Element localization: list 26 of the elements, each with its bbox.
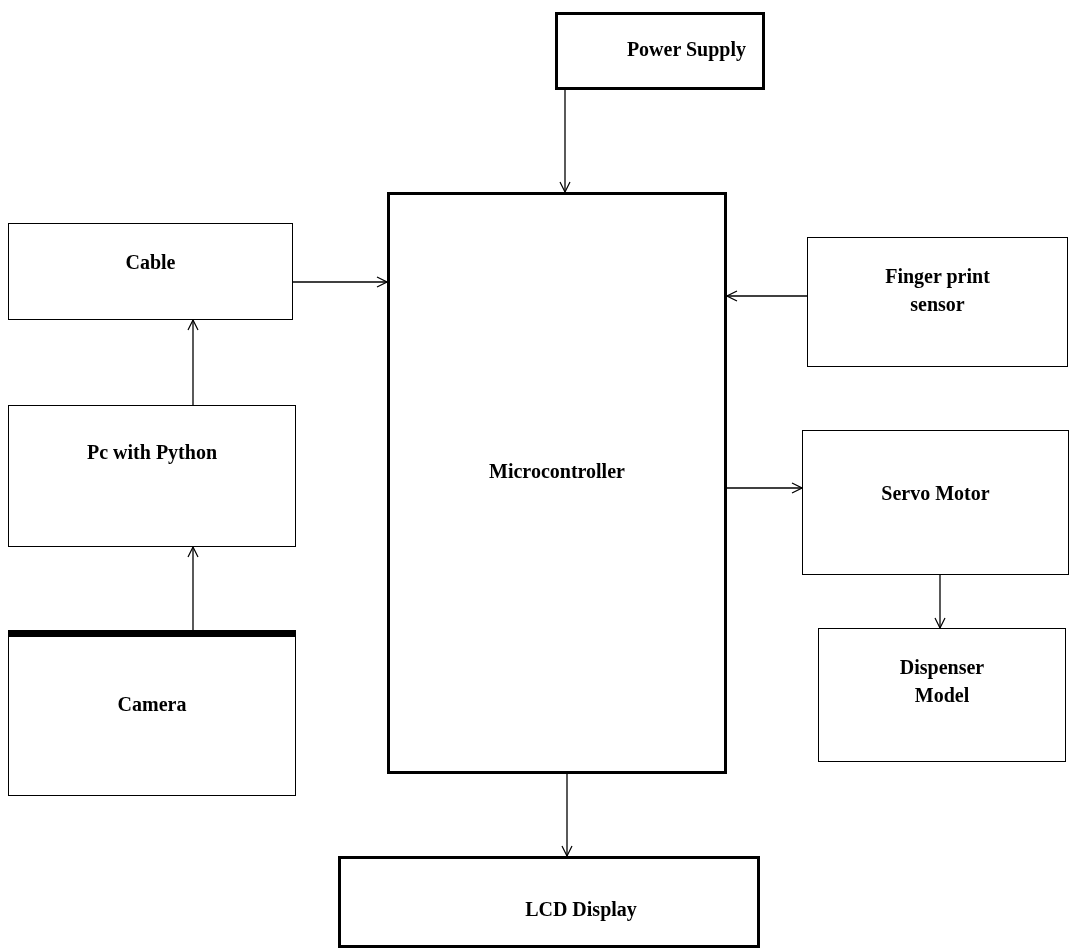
arrow xyxy=(726,290,808,302)
arrow xyxy=(726,482,803,494)
block-box xyxy=(8,405,296,547)
block-label: Microcontroller xyxy=(489,459,625,484)
block-box xyxy=(807,237,1068,367)
block-label: Pc with Python xyxy=(87,440,217,466)
block-label: Finger print sensor xyxy=(884,264,991,317)
block-label: LCD Display xyxy=(525,897,637,923)
block-label: Servo Motor xyxy=(881,481,990,506)
block-box xyxy=(387,192,727,774)
block-box xyxy=(8,223,293,320)
arrow xyxy=(934,574,946,629)
block-box xyxy=(818,628,1066,762)
block-box xyxy=(555,12,765,90)
block-box xyxy=(8,630,296,796)
block-label: Dispenser Model xyxy=(898,655,986,708)
block-label: Camera xyxy=(117,692,187,717)
block-box xyxy=(802,430,1069,575)
block-label: Power Supply xyxy=(626,37,746,63)
arrow xyxy=(292,276,388,288)
arrow xyxy=(187,546,199,631)
arrow xyxy=(561,773,573,857)
arrow xyxy=(187,319,199,406)
block-label: Cable xyxy=(125,250,176,275)
arrow xyxy=(559,89,571,193)
block-box xyxy=(338,856,760,948)
